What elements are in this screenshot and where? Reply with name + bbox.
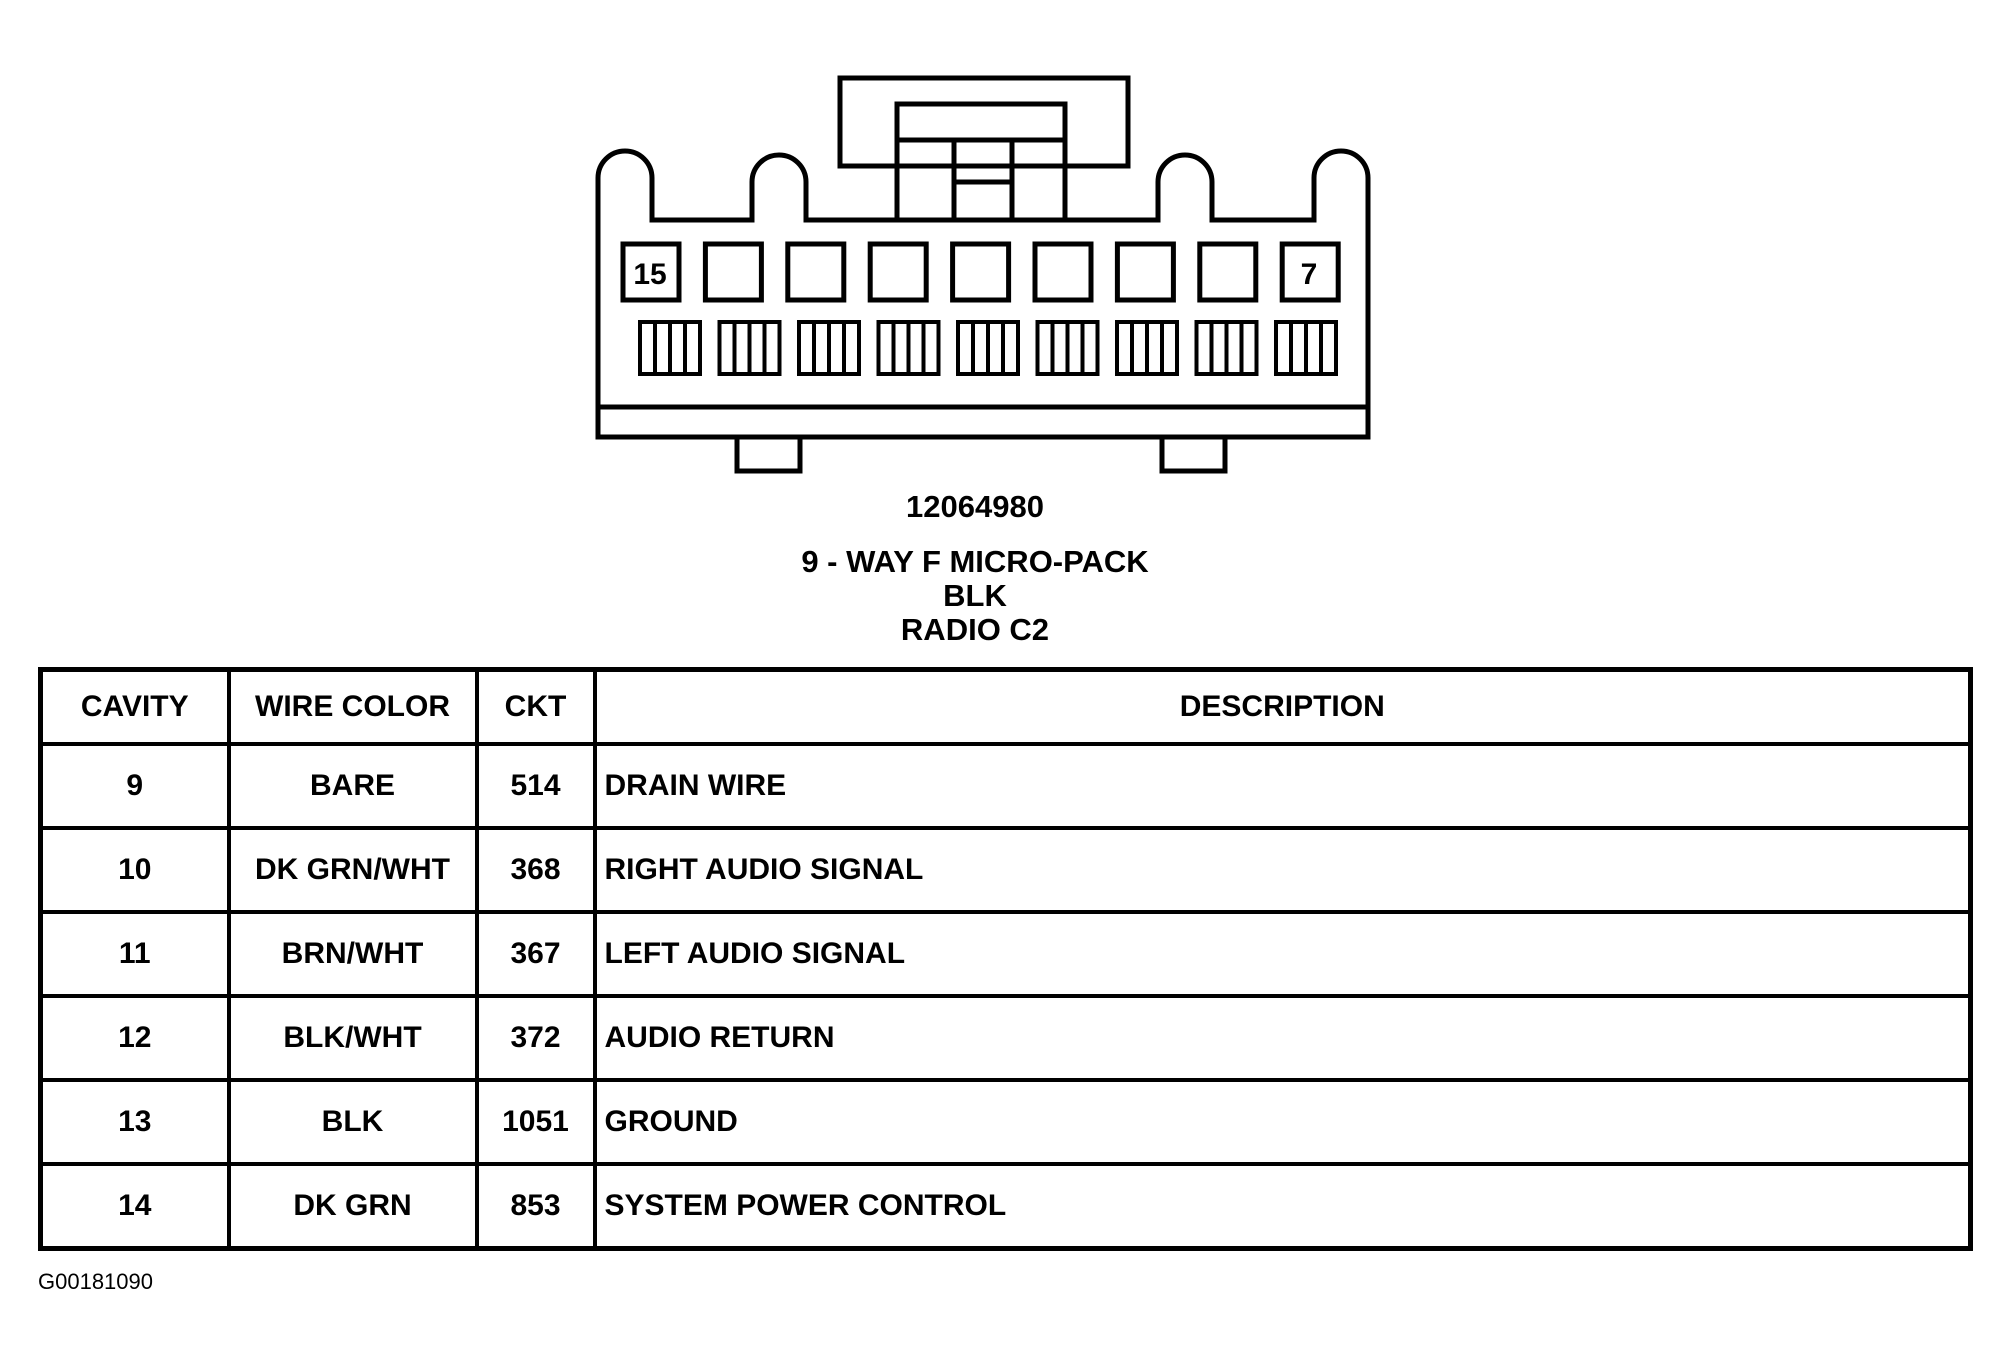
cell-cavity: 13: [38, 1078, 231, 1166]
cell-wire-color: DK GRN: [226, 1162, 479, 1251]
cell-ckt: 372: [474, 994, 597, 1082]
cavity-square: [1279, 241, 1341, 303]
locking-tab: [837, 75, 1131, 220]
cell-ckt: 367: [474, 910, 597, 998]
table-row: 9 BARE 514 DRAIN WIRE: [38, 742, 1973, 830]
cavity-square: [867, 241, 929, 303]
cell-description: LEFT AUDIO SIGNAL: [592, 910, 1973, 998]
cell-cavity: 11: [38, 910, 231, 998]
connector-face-drawing: 15 7: [595, 75, 1371, 474]
terminal-slot: [956, 320, 1020, 376]
connector-description: 9 - WAY F MICRO-PACK: [801, 544, 1149, 579]
cavity-square: [1197, 241, 1259, 303]
terminal-slot: [797, 320, 861, 376]
cell-wire-color: BLK: [226, 1078, 479, 1166]
terminal-slot: [1035, 320, 1100, 376]
cell-description: DRAIN WIRE: [592, 742, 1973, 830]
connector-name: RADIO C2: [900, 612, 1050, 647]
part-number: 12064980: [906, 489, 1044, 524]
terminal-slot: [1274, 320, 1338, 376]
terminal-slot: [1194, 320, 1259, 376]
connector-body-outline: [595, 148, 1371, 440]
header-description: DESCRIPTION: [592, 667, 1973, 746]
cavity-square: [702, 241, 764, 303]
cell-wire-color: BARE: [226, 742, 479, 830]
cell-cavity: 9: [38, 742, 231, 830]
cell-cavity: 10: [38, 826, 231, 914]
figure-code: G00181090: [38, 1269, 153, 1294]
cell-ckt: 368: [474, 826, 597, 914]
cell-cavity: 12: [38, 994, 231, 1082]
cell-ckt: 853: [474, 1162, 597, 1251]
cavity-label-15: 15: [633, 258, 666, 291]
connector-color: BLK: [943, 578, 1007, 613]
cavity-square: [1032, 241, 1094, 303]
header-ckt: CKT: [474, 667, 597, 746]
table-row: 11 BRN/WHT 367 LEFT AUDIO SIGNAL: [38, 910, 1973, 998]
terminal-slot: [1115, 320, 1179, 376]
cell-description: RIGHT AUDIO SIGNAL: [592, 826, 1973, 914]
table-row: 12 BLK/WHT 372 AUDIO RETURN: [38, 994, 1973, 1082]
cell-ckt: 514: [474, 742, 597, 830]
cell-description: SYSTEM POWER CONTROL: [592, 1162, 1973, 1251]
cell-description: GROUND: [592, 1078, 1973, 1166]
cavity-square: [1114, 241, 1176, 303]
bottom-foot-right: [1159, 434, 1228, 474]
cell-wire-color: BLK/WHT: [226, 994, 479, 1082]
bottom-foot-left: [734, 434, 803, 474]
cell-ckt: 1051: [474, 1078, 597, 1166]
cavity-square: [950, 241, 1012, 303]
cell-wire-color: BRN/WHT: [226, 910, 479, 998]
header-wire-color: WIRE COLOR: [226, 667, 479, 746]
table-row: 14 DK GRN 853 SYSTEM POWER CONTROL: [38, 1162, 1973, 1251]
terminal-slot: [638, 320, 702, 376]
table-header-row: CAVITY WIRE COLOR CKT DESCRIPTION: [38, 667, 1973, 746]
cavity-label-7: 7: [1301, 258, 1318, 291]
pinout-table: CAVITY WIRE COLOR CKT DESCRIPTION 9 BARE…: [38, 667, 1973, 1251]
cavity-square: [785, 241, 847, 303]
table-row: 13 BLK 1051 GROUND: [38, 1078, 1973, 1166]
table-row: 10 DK GRN/WHT 368 RIGHT AUDIO SIGNAL: [38, 826, 1973, 914]
header-cavity: CAVITY: [38, 667, 231, 746]
terminal-slot: [876, 320, 941, 376]
terminal-slot: [717, 320, 782, 376]
cell-wire-color: DK GRN/WHT: [226, 826, 479, 914]
cell-description: AUDIO RETURN: [592, 994, 1973, 1082]
cell-cavity: 14: [38, 1162, 231, 1251]
cavity-square: [620, 241, 682, 303]
